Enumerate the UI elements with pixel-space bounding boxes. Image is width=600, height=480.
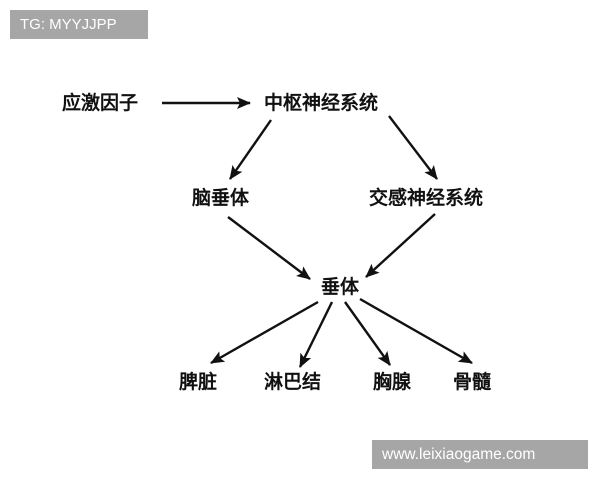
arrow-pituitary-to-thymus <box>344 301 391 366</box>
arrow-pituitary-to-lymph-node <box>298 301 334 368</box>
node-bone-marrow: 骨髓 <box>453 371 492 393</box>
arrow-brain-pituitary-to-pituitary <box>227 216 311 280</box>
arrow-cns-to-sympathetic <box>388 115 438 180</box>
node-brain-pituitary: 脑垂体 <box>192 187 250 209</box>
node-stress-factor: 应激因子 <box>62 92 139 114</box>
arrow-pituitary-to-bone-marrow <box>359 297 473 365</box>
watermark-bottom: www.leixiaogame.com <box>372 440 588 469</box>
node-sympathetic-nervous-system: 交感神经系统 <box>369 187 484 209</box>
node-pituitary: 垂体 <box>321 276 360 298</box>
arrow-pituitary-to-spleen <box>210 300 319 365</box>
node-central-nervous-system: 中枢神经系统 <box>264 92 379 114</box>
node-spleen: 脾脏 <box>179 371 218 393</box>
node-thymus: 胸腺 <box>373 371 412 393</box>
arrow-sympathetic-to-pituitary <box>365 213 436 278</box>
arrow-cns-to-brain-pituitary <box>229 119 272 180</box>
watermark-top: TG: MYYJJPP <box>10 10 148 39</box>
node-lymph-node: 淋巴结 <box>264 371 322 393</box>
